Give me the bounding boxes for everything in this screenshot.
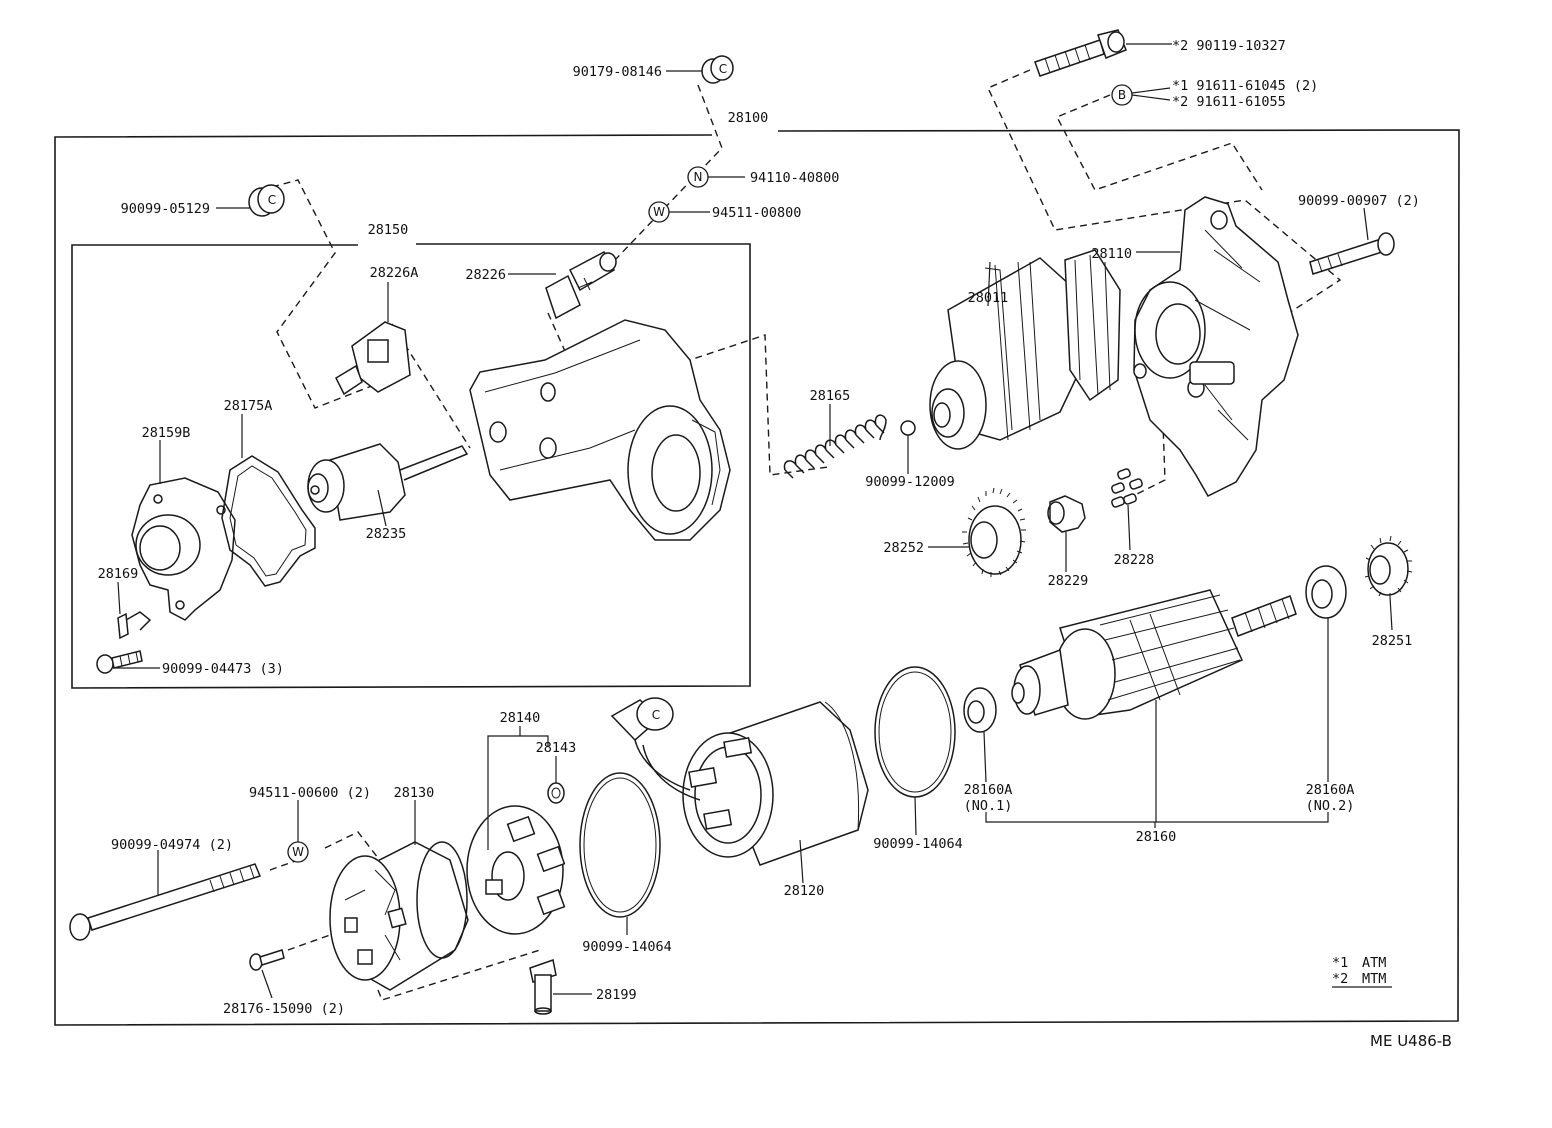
label-90179-08146: 90179-08146 xyxy=(573,64,662,80)
screw-28176-15090-drawing xyxy=(249,949,285,971)
svg-text:N: N xyxy=(694,170,703,184)
bolt-90119-10327-drawing xyxy=(1034,29,1127,77)
label-28252: 28252 xyxy=(883,540,924,556)
screw-90099-04473-drawing xyxy=(96,650,143,674)
label-28160A-no1-sub: (NO.1) xyxy=(964,798,1013,814)
note-2-mark: *2 xyxy=(1332,971,1348,987)
label-28235: 28235 xyxy=(366,526,407,542)
o-ring-90099-14064-a-drawing xyxy=(579,772,661,918)
label-28011: 28011 xyxy=(968,290,1009,306)
gear-28251-drawing xyxy=(1364,535,1413,598)
plunger-28235-drawing xyxy=(307,443,469,521)
label-28169: 28169 xyxy=(98,566,139,582)
svg-text:C: C xyxy=(268,193,276,207)
label-28140: 28140 xyxy=(500,710,541,726)
yoke-28120-drawing: C xyxy=(610,697,869,866)
armature-28160-drawing xyxy=(1011,589,1297,720)
gasket-28175A-drawing xyxy=(221,455,316,587)
washer-w-symbol-lower: W xyxy=(287,841,309,863)
solenoid-housing-drawing xyxy=(469,319,731,541)
label-28165: 28165 xyxy=(810,388,851,404)
svg-text:B: B xyxy=(1118,88,1126,102)
label-90119-10327: *2 90119-10327 xyxy=(1172,38,1286,54)
svg-text:W: W xyxy=(653,205,665,219)
label-94511-00800: 94511-00800 xyxy=(712,205,801,221)
note-1-mark: *1 xyxy=(1332,955,1348,971)
inner-frame-label: 28150 xyxy=(368,222,409,238)
label-90099-12009: 90099-12009 xyxy=(865,474,954,490)
bearing-28160A-no1-drawing xyxy=(963,687,997,733)
assembly-dashed-lines xyxy=(269,69,1342,1001)
sleeve-28199-drawing xyxy=(529,959,557,1015)
label-28120: 28120 xyxy=(784,883,825,899)
retainer-28229-drawing xyxy=(1047,495,1086,533)
label-28176-15090: 28176-15090 (2) xyxy=(223,1001,345,1017)
outer-assembly-frame: 28100 xyxy=(54,110,1460,1026)
spring-28165-drawing xyxy=(783,414,887,479)
label-90099-04974: 90099-04974 (2) xyxy=(111,837,233,853)
label-28143: 28143 xyxy=(536,740,577,756)
label-28130: 28130 xyxy=(394,785,435,801)
label-28229: 28229 xyxy=(1048,573,1089,589)
rollers-28228-drawing xyxy=(1111,468,1143,508)
label-90099-04473: 90099-04473 (3) xyxy=(162,661,284,677)
label-28110: 28110 xyxy=(1091,246,1132,262)
bolt-b-symbol: B xyxy=(1111,84,1133,106)
label-91611-61055: *2 91611-61055 xyxy=(1172,94,1286,110)
label-90099-14064-b: 90099-14064 xyxy=(873,836,962,852)
notes-legend: *1 ATM *2 MTM xyxy=(1332,955,1392,988)
washer-w-symbol-upper: W xyxy=(648,201,670,223)
o-ring-90099-14064-b-drawing xyxy=(874,666,956,798)
diagram-code: ME U486-B xyxy=(1370,1032,1452,1050)
brush-holder-28140-drawing xyxy=(466,805,566,935)
label-28160A-no1: 28160A xyxy=(964,782,1013,798)
label-28251: 28251 xyxy=(1372,633,1413,649)
label-28160A-no2: 28160A xyxy=(1306,782,1355,798)
outer-frame-label: 28100 xyxy=(728,110,769,126)
note-1-text: ATM xyxy=(1362,955,1386,971)
clutch-28011-drawing xyxy=(929,249,1121,450)
label-94110-40800: 94110-40800 xyxy=(750,170,839,186)
label-90099-00907: 90099-00907 (2) xyxy=(1298,193,1420,209)
through-bolt-90099-04974-drawing xyxy=(69,863,262,941)
gear-28252-drawing xyxy=(962,487,1026,577)
cover-28159B-drawing xyxy=(131,477,236,621)
label-90099-14064-a: 90099-14064 xyxy=(582,939,671,955)
svg-text:C: C xyxy=(719,62,727,76)
end-frame-28130-drawing xyxy=(329,841,469,991)
leader-lines xyxy=(113,43,1393,999)
clip-90179-08146-drawing: C xyxy=(701,55,734,84)
label-90099-05129: 90099-05129 xyxy=(121,201,210,217)
clip-28169-drawing xyxy=(117,611,152,640)
bolt-90099-00907-drawing xyxy=(1309,232,1395,275)
label-28226: 28226 xyxy=(465,267,506,283)
inner-assembly-frame: 28150 xyxy=(71,222,751,689)
terminal-28226-drawing xyxy=(545,250,617,320)
svg-text:C: C xyxy=(652,708,660,722)
clip-90099-05129-drawing: C xyxy=(248,184,285,217)
spring-28143-drawing xyxy=(547,782,565,804)
label-28159B: 28159B xyxy=(142,425,191,441)
housing-28110-drawing xyxy=(1133,196,1299,497)
svg-text:W: W xyxy=(292,845,304,859)
note-2-text: MTM xyxy=(1362,971,1386,987)
nut-n-symbol: N xyxy=(687,166,709,188)
label-28199: 28199 xyxy=(596,987,637,1003)
ball-90099-12009-drawing xyxy=(900,420,916,436)
bearing-28160A-no2-drawing xyxy=(1305,565,1347,619)
label-28160A-no2-sub: (NO.2) xyxy=(1306,798,1355,814)
label-28226A: 28226A xyxy=(370,265,419,281)
label-91611-61045: *1 91611-61045 (2) xyxy=(1172,78,1318,94)
contact-28226A-drawing xyxy=(335,321,411,396)
label-28175A: 28175A xyxy=(224,398,273,414)
callout-labels: 90179-08146 *2 90119-10327 *1 91611-6104… xyxy=(98,38,1420,1017)
label-28228: 28228 xyxy=(1114,552,1155,568)
label-28160: 28160 xyxy=(1136,829,1177,845)
label-94511-00600: 94511-00600 (2) xyxy=(249,785,371,801)
